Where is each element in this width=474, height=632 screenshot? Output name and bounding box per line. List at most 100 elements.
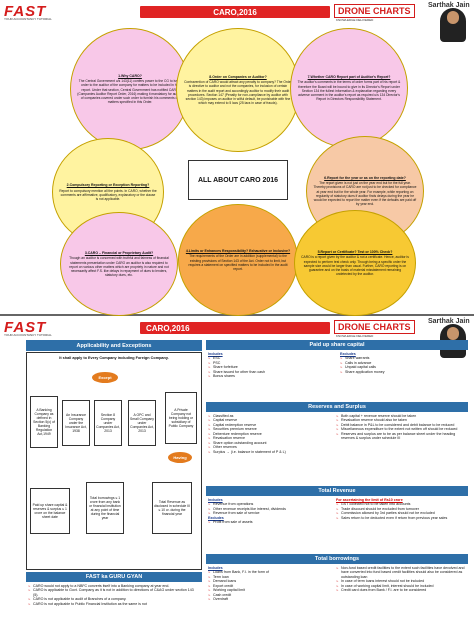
list-item: Term loan [208, 575, 332, 579]
circle-body: CARO is a report given by the auditor & … [301, 255, 409, 276]
except-label: Except [92, 372, 118, 383]
circle-body: The requirements of the Order are in add… [188, 254, 288, 271]
list-item: Sales return to be deducted even if retu… [336, 516, 468, 520]
reserves-notes: Both capital + revenue reserve should be… [336, 414, 468, 482]
circle-caro-part-of-report: 7.Whether CARO Report part of Auditor's … [290, 28, 408, 148]
list-item: Non-fund based credit facilities to the … [336, 566, 468, 579]
list-item: Debit balance in P&L to be considered an… [336, 423, 468, 427]
list-item: Loans from Bank, F.I. in the form of [208, 570, 332, 574]
list-item: Profit from sale of assets [208, 520, 332, 524]
reserves-banner: Reserves and Surplus [206, 402, 468, 412]
list-item: CARO is applicable to Govt. Company as i… [28, 588, 200, 597]
header-bottom: FAST YOUR ACCOUNTANCY TUTORIAL CARO,2016… [0, 316, 474, 358]
having-label: Having [168, 452, 192, 463]
circle-body: The Central Government u/s 143(11) confe… [77, 79, 183, 104]
paid-up-excludes: Excludes Share warrants Calls in advance… [340, 352, 466, 398]
list-item: Trade discount should be excluded from t… [336, 507, 468, 511]
list-item: Surplus → (i.e. balance in statement of … [208, 450, 332, 454]
list-item: Capital redemption reserve [208, 423, 332, 427]
circle-title: 4.Limits or Enhances Responsibility? Exh… [185, 249, 291, 254]
author-avatar [440, 8, 466, 42]
circle-order-on-companies: 8.Order on Companies or Auditor? Contrav… [176, 28, 300, 152]
borrowings-banner: Total borrowings [206, 554, 468, 564]
list-item: Classified as [208, 414, 332, 418]
exception-banking-company: A Banking Company as defined in Section … [30, 396, 58, 448]
circle-title: 5.Report or Certificate? Test or 100% Ch… [317, 250, 393, 255]
mindmap-center: ALL ABOUT CARO 2016 [188, 160, 288, 200]
list-item: Revenue from sale of service [208, 511, 332, 515]
list-item: Share warrants [340, 356, 466, 360]
list-item: Revaluation reserve should also be taken [336, 418, 468, 422]
list-item: Share forfeiture [208, 365, 336, 369]
condition-share-capital: Paid up share capital & reserves & surpl… [30, 488, 70, 534]
borrowings-includes: Includes Loans from Bank, F.I. in the fo… [208, 566, 332, 630]
drone-tagline: KNOWLEDGE DELIVERED [336, 18, 374, 22]
list-item: In case of term loans interest should no… [336, 579, 468, 583]
includes-label: Includes [208, 498, 223, 502]
list-item: Both capital + revenue reserve should be… [336, 414, 468, 418]
guru-gyan-banner: FAST ka GURU GYAN [26, 572, 202, 582]
list-item: Securities premium reserve [208, 427, 332, 431]
circle-title: 7.Whether CARO Report part of Auditor's … [307, 75, 391, 80]
borrowings-notes: Non-fund based credit facilities to the … [336, 566, 468, 630]
condition-revenue: Total Revenue as disclosed in schedule I… [152, 482, 192, 534]
applicability-intro: It shall apply to Every Company includin… [59, 356, 169, 360]
list-item: GST collected not to be taken into accou… [336, 502, 468, 506]
includes-label: Includes [208, 352, 223, 356]
list-item: Debenture redemption reserve [208, 432, 332, 436]
list-item: Reserves and surplus are to be as per ba… [336, 432, 468, 441]
list-item: ESC [208, 356, 336, 360]
header-top: FAST YOUR ACCOUNTANCY TUTORIAL CARO,2016… [0, 0, 474, 42]
author-name: Sarthak Jain [428, 2, 470, 9]
includes-label: Includes [208, 566, 223, 570]
condition-borrowings: Total borrowings ≤ 1 crore from any bank… [86, 482, 124, 534]
fast-tagline: YOUR ACCOUNTANCY TUTORIAL [4, 17, 52, 21]
page-title: CARO,2016 [140, 322, 330, 334]
page-title: CARO,2016 [140, 6, 330, 18]
list-item: Miscellaneous expenditure to the extent … [336, 427, 468, 431]
list-item: Overdraft [208, 597, 332, 601]
list-item: Cash credit [208, 593, 332, 597]
mindmap-sheet: FAST YOUR ACCOUNTANCY TUTORIAL CARO,2016… [0, 0, 474, 316]
circle-title: 2.Compulsory Reporting or Exception Repo… [66, 183, 150, 188]
exception-private-company: A Private Company not being holding or s… [165, 392, 197, 444]
list-item: Calls in advance [340, 361, 466, 365]
list-item: Revaluation reserve [208, 436, 332, 440]
reserves-classification: Classified as Capital reserve Capital re… [208, 414, 332, 482]
circle-body: Report to compulsory mention all the poi… [59, 188, 157, 201]
circle-report-or-certificate: 5.Report or Certificate? Test or 100% Ch… [294, 210, 416, 316]
circle-title: 6.Report for the year or as on the repor… [324, 175, 406, 180]
revenue-banner: Total Revenue [206, 486, 468, 496]
list-item: Share application money [340, 370, 466, 374]
list-item: PSC [208, 361, 336, 365]
circle-title: 1.Why CARO? [118, 73, 142, 78]
paid-up-includes: Includes ESC PSC Share forfeiture Share … [208, 352, 336, 398]
list-item: Revenue from operations [208, 502, 332, 506]
guru-gyan-list: CARO would not apply to a NBFC converts … [28, 584, 200, 632]
list-item: Unpaid capital calls [340, 365, 466, 369]
circle-financial-or-proprietary: 3.CARO – Financial or Proprietary Audit?… [60, 212, 178, 316]
circle-why-caro: 1.Why CARO? The Central Government u/s 1… [70, 28, 190, 150]
author-name: Sarthak Jain [428, 318, 470, 325]
excludes-label: Excludes [340, 352, 356, 356]
exception-opc-small-company: A OPC and Small Company under Companies … [128, 400, 156, 446]
list-item: Working capital limit [208, 588, 332, 592]
exception-insurance-company: An Insurance Company under the Insurance… [62, 400, 90, 446]
drone-logo: DRONE CHARTS [334, 320, 415, 334]
list-item: Other reserves [208, 445, 332, 449]
list-item: Bonus shares [208, 374, 336, 378]
list-item: Other revenue receipts like interest, di… [208, 507, 332, 511]
revenue-includes: Includes Revenue from operations Other r… [208, 498, 332, 550]
drone-tagline: KNOWLEDGE DELIVERED [336, 334, 374, 338]
list-item: CARO would not apply to a NBFC converts … [28, 584, 200, 588]
list-item: Share issued for other than cash [208, 370, 336, 374]
list-item: In case of working capital limit, intere… [336, 584, 468, 588]
circle-body: The auditor's comments in the terms of o… [297, 80, 401, 101]
revenue-limit-notes: For ascertaining the limit of Rs10 crore… [336, 498, 468, 550]
excludes-label: Excludes [208, 515, 224, 520]
fast-logo: FAST [4, 3, 47, 20]
limit-title: For ascertaining the limit of Rs10 crore [336, 498, 403, 502]
circle-limits-responsibility: 4.Limits or Enhances Responsibility? Exh… [178, 204, 298, 316]
list-item: Credit card dues from Bank / F.I. are to… [336, 588, 468, 592]
applicability-banner: Applicability and Exceptions [26, 340, 202, 351]
